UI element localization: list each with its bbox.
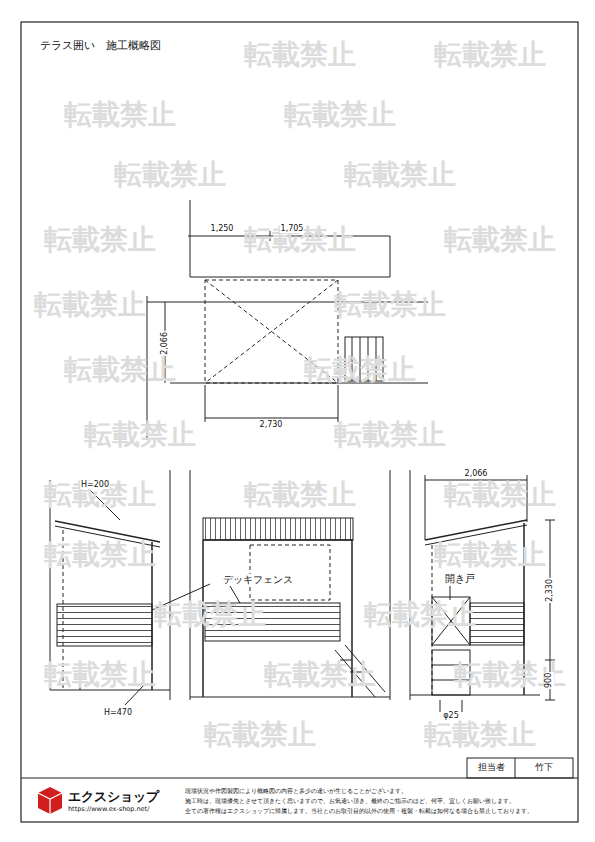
disclaimer-note: 施工時は、現場優先とさせて頂きたく思いますので、お気遣い頂き、最終のご指示のほど… (185, 798, 515, 805)
watermark: 転載禁止 (114, 160, 226, 191)
watermark: 転載禁止 (204, 720, 316, 751)
watermark: 転載禁止 (264, 660, 376, 691)
company-logo: エクスショップ (68, 790, 159, 804)
watermark: 転載禁止 (444, 225, 556, 256)
watermark: 転載禁止 (244, 40, 356, 71)
dimension: 1,250 (210, 225, 235, 234)
website-url: https://www.ex-shop.net/ (68, 806, 149, 813)
watermark: 転載禁止 (284, 100, 396, 131)
watermark: 転載禁止 (64, 100, 176, 131)
watermark: 転載禁止 (434, 40, 546, 71)
dimension: 2,730 (259, 421, 284, 430)
table-cell: 担当者 (478, 763, 505, 773)
part-callout: 開き戸 (444, 573, 476, 584)
logo-icon (38, 787, 62, 814)
watermark: 転載禁止 (154, 600, 266, 631)
watermark: 転載禁止 (244, 480, 356, 511)
height-note: H=470 (103, 709, 133, 718)
watermark: 転載禁止 (304, 355, 416, 386)
watermark: 転載禁止 (434, 540, 546, 571)
watermark: 転載禁止 (44, 225, 156, 256)
table-cell: 竹下 (535, 763, 553, 773)
dimension: φ25 (442, 712, 459, 721)
dimension: 1,705 (280, 225, 305, 234)
dimension: 2,066 (464, 470, 489, 479)
watermark: 転載禁止 (334, 290, 446, 321)
watermark: 転載禁止 (84, 420, 196, 451)
watermark: 転載禁止 (334, 420, 446, 451)
part-callout: デッキフェンス (222, 574, 294, 585)
watermark: 転載禁止 (34, 290, 146, 321)
watermark: 転載禁止 (444, 480, 556, 511)
disclaimer-note: 現場状況や作図製図により概略図の内容と多少の違いが生じることがございます。 (185, 788, 407, 795)
watermark: 転載禁止 (344, 160, 456, 191)
watermark: 転載禁止 (44, 660, 156, 691)
copyright-note: 全ての著作権はエクスショップに帰属します。当社とのお取引目的以外の使用・複製・転… (185, 808, 533, 815)
dimension: 2,330 (546, 578, 555, 603)
watermark: 転載禁止 (364, 600, 476, 631)
dimension: 900 (546, 671, 555, 688)
height-note: H=200 (80, 481, 110, 490)
sheet-title: テラス囲い 施工概略図 (40, 40, 161, 52)
watermark: 転載禁止 (424, 720, 536, 751)
watermark: 転載禁止 (44, 540, 156, 571)
dimension: 2,066 (161, 331, 170, 356)
watermark: 転載禁止 (64, 355, 176, 386)
